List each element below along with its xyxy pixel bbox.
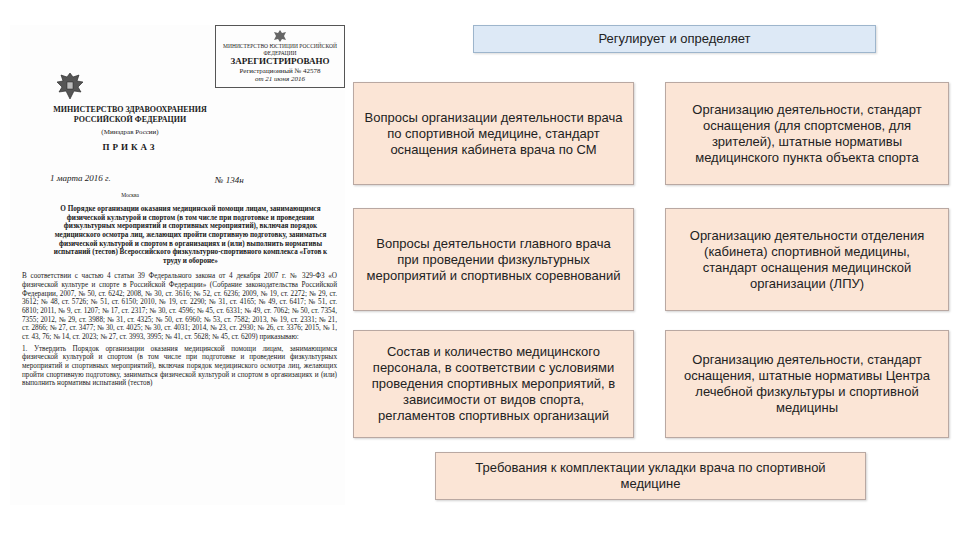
document-type: ПРИКАЗ <box>30 142 230 153</box>
box-text: Организацию деятельности отделения (каби… <box>676 228 938 292</box>
stamp-emblem <box>273 29 287 43</box>
box-text: Требования к комплектации укладки врача … <box>446 460 855 492</box>
ministry-short: (Минздрав России) <box>30 128 230 136</box>
header-box: Регулирует и определяет <box>473 25 876 53</box>
box-text: Вопросы организации деятельности врача п… <box>364 110 623 158</box>
box-text: Организацию деятельности, стандарт оснащ… <box>676 352 938 416</box>
order-title: О Порядке организации оказания медицинск… <box>52 205 329 265</box>
topic-box: Организацию деятельности, стандарт оснащ… <box>665 330 949 438</box>
topic-box: Организацию деятельности отделения (каби… <box>665 208 949 311</box>
registration-number: Регистрационный № 42578 <box>219 67 341 75</box>
order-date: 1 марта 2016 г. <box>50 173 111 184</box>
topic-box: Вопросы организации деятельности врача п… <box>353 82 634 185</box>
topic-box: Вопросы деятельности главного врача при … <box>353 208 634 311</box>
stamp-registered: ЗАРЕГИСТРИРОВАНО <box>219 56 341 67</box>
city: Москва <box>30 192 230 199</box>
box-text: Регулирует и определяет <box>598 31 750 47</box>
box-text: Состав и количество медицинского персона… <box>364 344 623 424</box>
ministry-name: МИНИСТЕРСТВО ЗДРАВООХРАНЕНИЯ РОССИЙСКОЙ … <box>30 105 230 124</box>
bottom-box: Требования к комплектации укладки врача … <box>435 452 866 500</box>
order-number: № 134н <box>215 175 244 186</box>
box-text: Вопросы деятельности главного врача при … <box>364 236 623 284</box>
order-item: 1. Утвердить Порядок организации оказани… <box>22 345 337 388</box>
state-emblem <box>55 70 85 102</box>
topic-box: Организацию деятельности, стандарт оснащ… <box>665 82 949 185</box>
registration-stamp: МИНИСТЕРСТВО ЮСТИЦИИ РОССИЙСКОЙ ФЕДЕРАЦИ… <box>215 25 345 88</box>
stamp-ministry: МИНИСТЕРСТВО ЮСТИЦИИ РОССИЙСКОЙ ФЕДЕРАЦИ… <box>219 43 341 56</box>
order-preamble: В соответствии с частью 4 статьи 39 Феде… <box>22 272 337 341</box>
box-text: Организацию деятельности, стандарт оснащ… <box>676 102 938 166</box>
scanned-order: МИНИСТЕРСТВО ЮСТИЦИИ РОССИЙСКОЙ ФЕДЕРАЦИ… <box>10 25 345 505</box>
registration-date: от 21 июня 2016 <box>219 75 341 83</box>
topic-box: Состав и количество медицинского персона… <box>353 330 634 438</box>
